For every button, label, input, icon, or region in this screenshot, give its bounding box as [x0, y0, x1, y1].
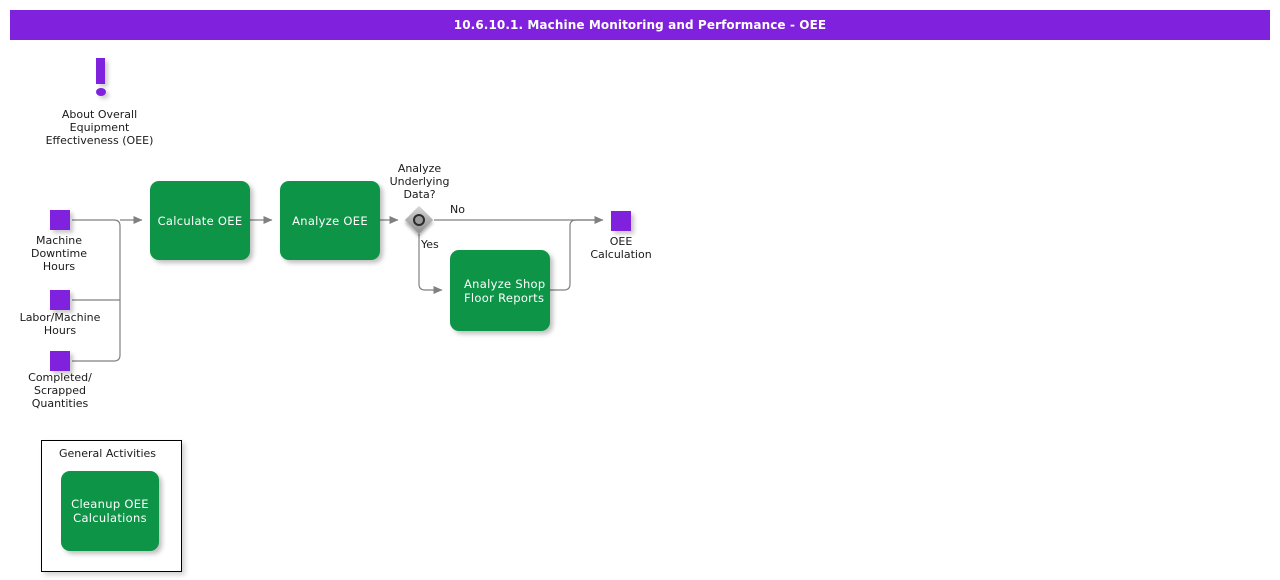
annotation-note	[96, 58, 108, 98]
edge-label-yes: Yes	[421, 238, 439, 251]
label-labor-machine-hours: Labor/Machine Hours	[19, 311, 101, 337]
task-analyze-oee[interactable]: Analyze OEE	[280, 181, 380, 260]
label-completed-scrapped-quantities: Completed/ Scrapped Quantities	[28, 371, 92, 410]
label-machine-downtime-hours: Machine Downtime Hours	[30, 234, 88, 273]
gateway-analyze-underlying-data[interactable]	[404, 205, 434, 235]
data-object-machine-downtime-hours[interactable]	[50, 210, 70, 230]
edge-label-no: No	[450, 203, 465, 216]
data-object-labor-machine-hours[interactable]	[50, 290, 70, 310]
task-calculate-oee[interactable]: Calculate OEE	[150, 181, 250, 260]
data-object-oee-calculation[interactable]	[611, 211, 631, 231]
page-title-bar: 10.6.10.1. Machine Monitoring and Perfor…	[10, 10, 1270, 40]
page-title: 10.6.10.1. Machine Monitoring and Perfor…	[453, 18, 827, 32]
annotation-label: About Overall Equipment Effectiveness (O…	[45, 108, 154, 147]
event-gateway-ring-icon	[413, 214, 425, 226]
exclamation-dot-icon	[96, 88, 106, 96]
gateway-label: Analyze Underlying Data?	[389, 162, 450, 201]
group-general-activities-title: General Activities	[59, 447, 157, 460]
exclamation-mark-icon	[96, 58, 105, 84]
task-analyze-shop-floor-reports[interactable]: Analyze Shop Floor Reports	[450, 250, 550, 331]
label-oee-calculation: OEE Calculation	[590, 235, 652, 261]
task-cleanup-oee-calculations[interactable]: Cleanup OEE Calculations	[61, 471, 159, 551]
data-object-completed-scrapped-quantities[interactable]	[50, 351, 70, 371]
